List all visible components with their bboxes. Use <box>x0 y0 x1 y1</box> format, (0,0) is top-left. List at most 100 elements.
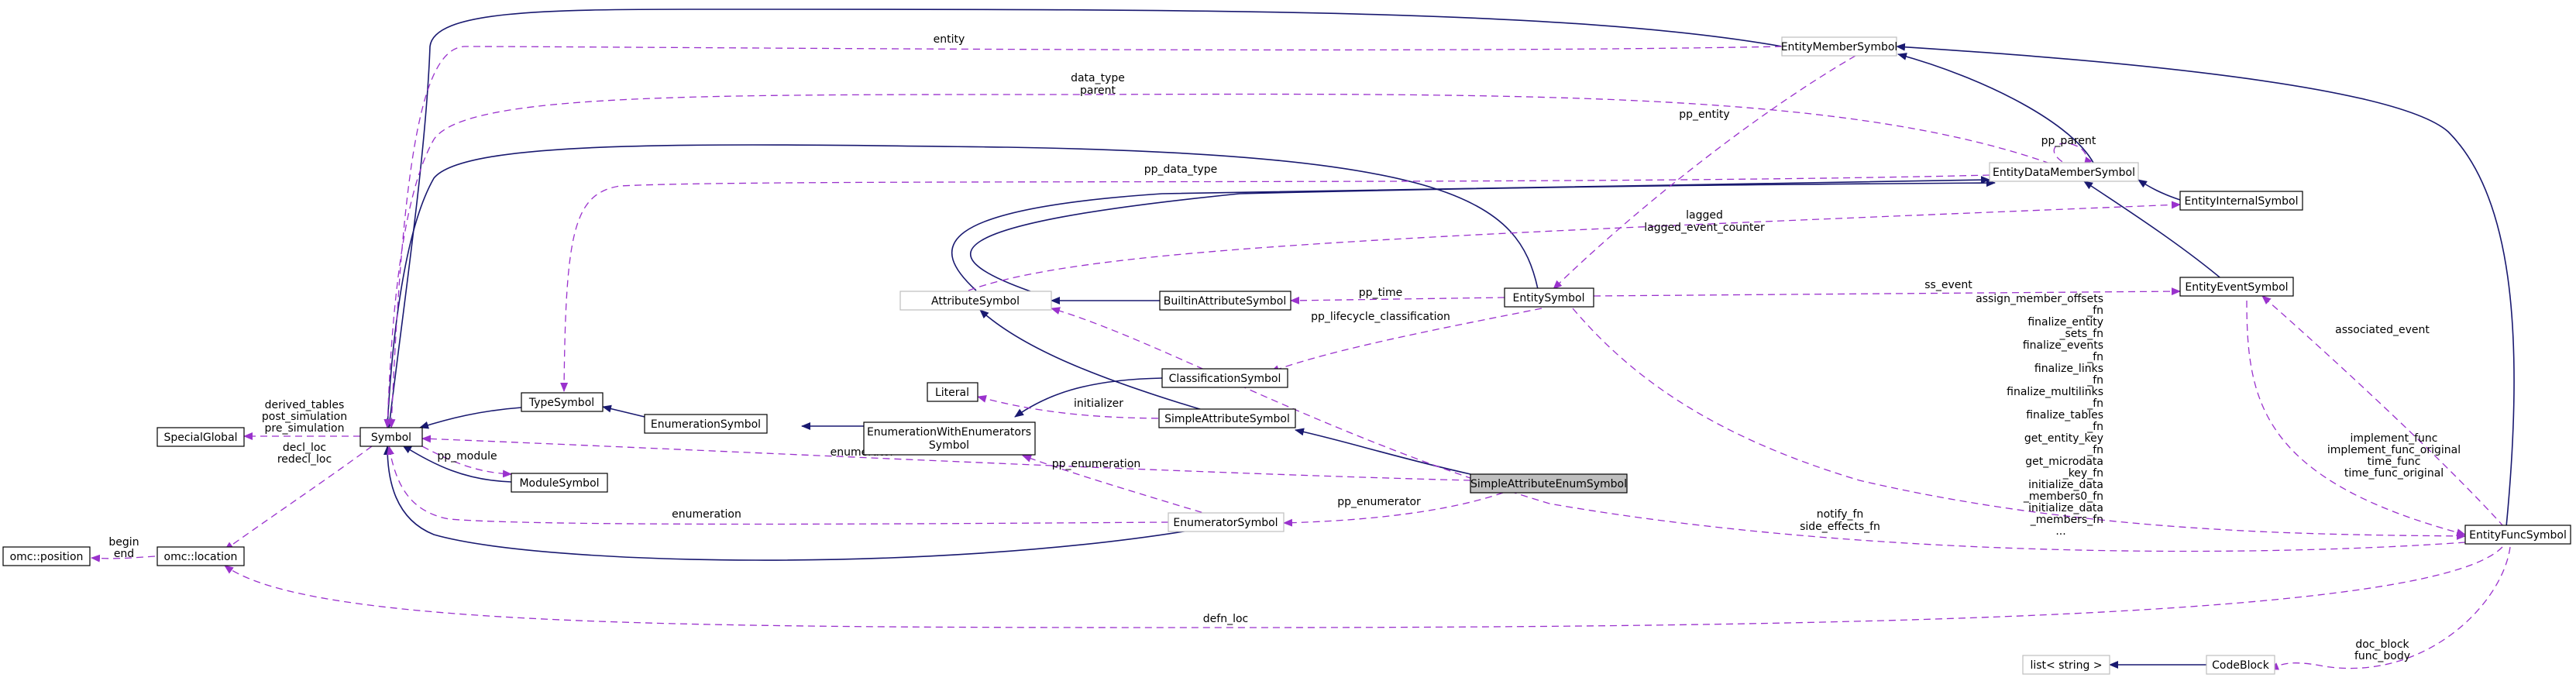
label-pp-entity: pp_entity <box>1679 108 1729 121</box>
label-time-func: time_func <box>2367 456 2420 468</box>
label-func-body: func_body <box>2354 650 2410 662</box>
nodes: EntityMemberSymbol EntityDataMemberSymbo… <box>2 36 2571 675</box>
node-special-global[interactable]: SpecialGlobal <box>156 427 245 447</box>
edge-entityfunc-docblock <box>2269 546 2511 670</box>
label-pp-time: pp_time <box>1359 287 1402 299</box>
edge-entity-funcpointers <box>1572 308 2466 540</box>
label-decl-loc: decl_loc <box>283 442 326 454</box>
edge-classification-to-enumwithenum <box>1014 377 1163 418</box>
edge-entitysymbol-to-symbol <box>383 144 1539 428</box>
edge-entityfunc-associatedevent <box>2261 295 2505 528</box>
edge-entitymember-entity <box>387 46 1783 428</box>
node-type-symbol[interactable]: TypeSymbol <box>521 392 604 412</box>
svg-text:get_microdata: get_microdata <box>2025 456 2103 468</box>
label-pp-enumeration: pp_enumeration <box>1052 458 1141 470</box>
edge-enumeration-to-typesymbol <box>602 404 645 418</box>
node-simple-attribute-symbol[interactable]: SimpleAttributeSymbol <box>1158 408 1296 428</box>
svg-text:ClassificationSymbol: ClassificationSymbol <box>1169 373 1281 385</box>
svg-text:BuiltinAttributeSymbol: BuiltinAttributeSymbol <box>1164 295 1286 308</box>
edge-symbol-ppmodule <box>421 445 512 478</box>
node-enumeration-symbol[interactable]: EnumerationSymbol <box>644 414 768 434</box>
label-enumeration: enumeration <box>672 508 741 521</box>
svg-text:SpecialGlobal: SpecialGlobal <box>163 432 237 444</box>
edge-attribute-to-entitydatamember <box>969 179 1996 292</box>
svg-text:_fn: _fn <box>2086 304 2103 317</box>
label-ss-event: ss_event <box>1924 279 1972 291</box>
svg-text:initialize_data: initialize_data <box>2028 479 2103 491</box>
edge-typesymbol-to-symbol <box>419 407 522 429</box>
svg-text:_fn: _fn <box>2086 444 2103 456</box>
svg-text:Literal: Literal <box>935 387 969 399</box>
node-classification-symbol[interactable]: ClassificationSymbol <box>1161 368 1288 388</box>
label-derived-tables: derived_tables <box>265 399 345 411</box>
svg-text:EntitySymbol: EntitySymbol <box>1512 292 1584 304</box>
node-builtin-attribute-symbol[interactable]: BuiltinAttributeSymbol <box>1159 291 1291 311</box>
edge-location-beginend <box>91 554 156 562</box>
svg-text:EnumeratorSymbol: EnumeratorSymbol <box>1173 517 1278 529</box>
label-implement-func: implement_func <box>2351 432 2438 445</box>
label-redecl-loc: redecl_loc <box>277 453 332 466</box>
node-literal[interactable]: Literal <box>927 382 978 402</box>
node-simple-attribute-enum-symbol[interactable]: SimpleAttributeEnumSymbol <box>1470 473 1628 494</box>
edge-entitydatamember-ppdatatype <box>560 174 1990 392</box>
node-omc-location[interactable]: omc::location <box>156 546 245 566</box>
edge-entity-pptime <box>1290 296 1505 304</box>
svg-text:_sets_fn: _sets_fn <box>2059 328 2104 340</box>
node-entity-symbol[interactable]: EntitySymbol <box>1504 287 1594 308</box>
svg-text:Symbol: Symbol <box>371 432 411 444</box>
node-entity-data-member-symbol[interactable]: EntityDataMemberSymbol <box>1989 162 2139 182</box>
node-entity-internal-symbol[interactable]: EntityInternalSymbol <box>2179 191 2303 211</box>
svg-text:EnumerationSymbol: EnumerationSymbol <box>651 418 761 431</box>
label-lagged: lagged <box>1686 209 1723 222</box>
label-pp-parent: pp_parent <box>2041 135 2096 147</box>
svg-text:EntityDataMemberSymbol: EntityDataMemberSymbol <box>1993 167 2135 179</box>
svg-text:Symbol: Symbol <box>929 439 969 452</box>
label-end: end <box>114 548 134 560</box>
node-symbol[interactable]: Symbol <box>359 427 423 447</box>
svg-text:_fn: _fn <box>2086 421 2103 433</box>
svg-text:AttributeSymbol: AttributeSymbol <box>931 295 1020 308</box>
edge-simpleattribute-initializer <box>977 394 1171 419</box>
label-pp-module: pp_module <box>437 450 497 463</box>
edge-entityfunc-to-entitymember <box>1896 43 2515 528</box>
usage-edges <box>91 46 2511 670</box>
edge-entitydatamember-to-entitymember <box>1897 53 2096 168</box>
label-pp-lifecycle: pp_lifecycle_classification <box>1311 311 1450 323</box>
node-enumeration-with-enumerators-symbol[interactable]: EnumerationWithEnumerators Symbol <box>863 421 1036 456</box>
label-associated-event: associated_event <box>2335 324 2430 336</box>
label-entity: entity <box>934 33 965 46</box>
svg-text:EntityInternalSymbol: EntityInternalSymbol <box>2185 195 2299 208</box>
label-lagged-event-counter: lagged_event_counter <box>1644 222 1765 234</box>
svg-text:omc::position: omc::position <box>10 551 84 563</box>
svg-text:...: ... <box>2055 525 2065 538</box>
svg-text:TypeSymbol: TypeSymbol <box>528 397 594 409</box>
svg-text:EntityFuncSymbol: EntityFuncSymbol <box>2469 529 2567 542</box>
edge-entityfunc-defnloc <box>224 546 2503 628</box>
svg-text:list< string >: list< string > <box>2030 659 2102 672</box>
svg-text:ModuleSymbol: ModuleSymbol <box>519 477 599 490</box>
label-parent: parent <box>1080 84 1116 97</box>
node-attribute-symbol[interactable]: AttributeSymbol <box>899 291 1052 311</box>
svg-text:initialize_data: initialize_data <box>2028 502 2103 514</box>
node-list-string[interactable]: list< string > <box>2022 655 2110 675</box>
svg-text:assign_member_offsets: assign_member_offsets <box>1976 293 2103 305</box>
svg-text:EntityMemberSymbol: EntityMemberSymbol <box>1781 41 1898 53</box>
svg-text:_fn: _fn <box>2086 397 2103 410</box>
node-code-block[interactable]: CodeBlock <box>2206 655 2275 675</box>
node-enumerator-symbol[interactable]: EnumeratorSymbol <box>1168 512 1285 532</box>
node-module-symbol[interactable]: ModuleSymbol <box>511 473 608 493</box>
svg-text:EntityEventSymbol: EntityEventSymbol <box>2185 281 2288 294</box>
node-entity-func-symbol[interactable]: EntityFuncSymbol <box>2464 525 2571 545</box>
label-begin: begin <box>108 536 139 549</box>
edge-simpleattributeenum-to-simpleattribute <box>1295 428 1471 475</box>
edge-entity-to-entitydatamember <box>951 176 1990 291</box>
edge-entitymember-ppentity <box>1553 55 1856 290</box>
node-entity-event-symbol[interactable]: EntityEventSymbol <box>2179 277 2294 297</box>
node-entity-member-symbol[interactable]: EntityMemberSymbol <box>1781 36 1898 57</box>
svg-text:_key_fn: _key_fn <box>2062 467 2103 480</box>
node-omc-position[interactable]: omc::position <box>2 546 91 566</box>
svg-text:_members_fn: _members_fn <box>2030 514 2103 526</box>
svg-text:finalize_entity: finalize_entity <box>2027 316 2103 329</box>
label-notify-fn: notify_fn <box>1817 508 1864 521</box>
label-func-pointers: assign_member_offsets _fn finalize_entit… <box>1976 293 2103 538</box>
